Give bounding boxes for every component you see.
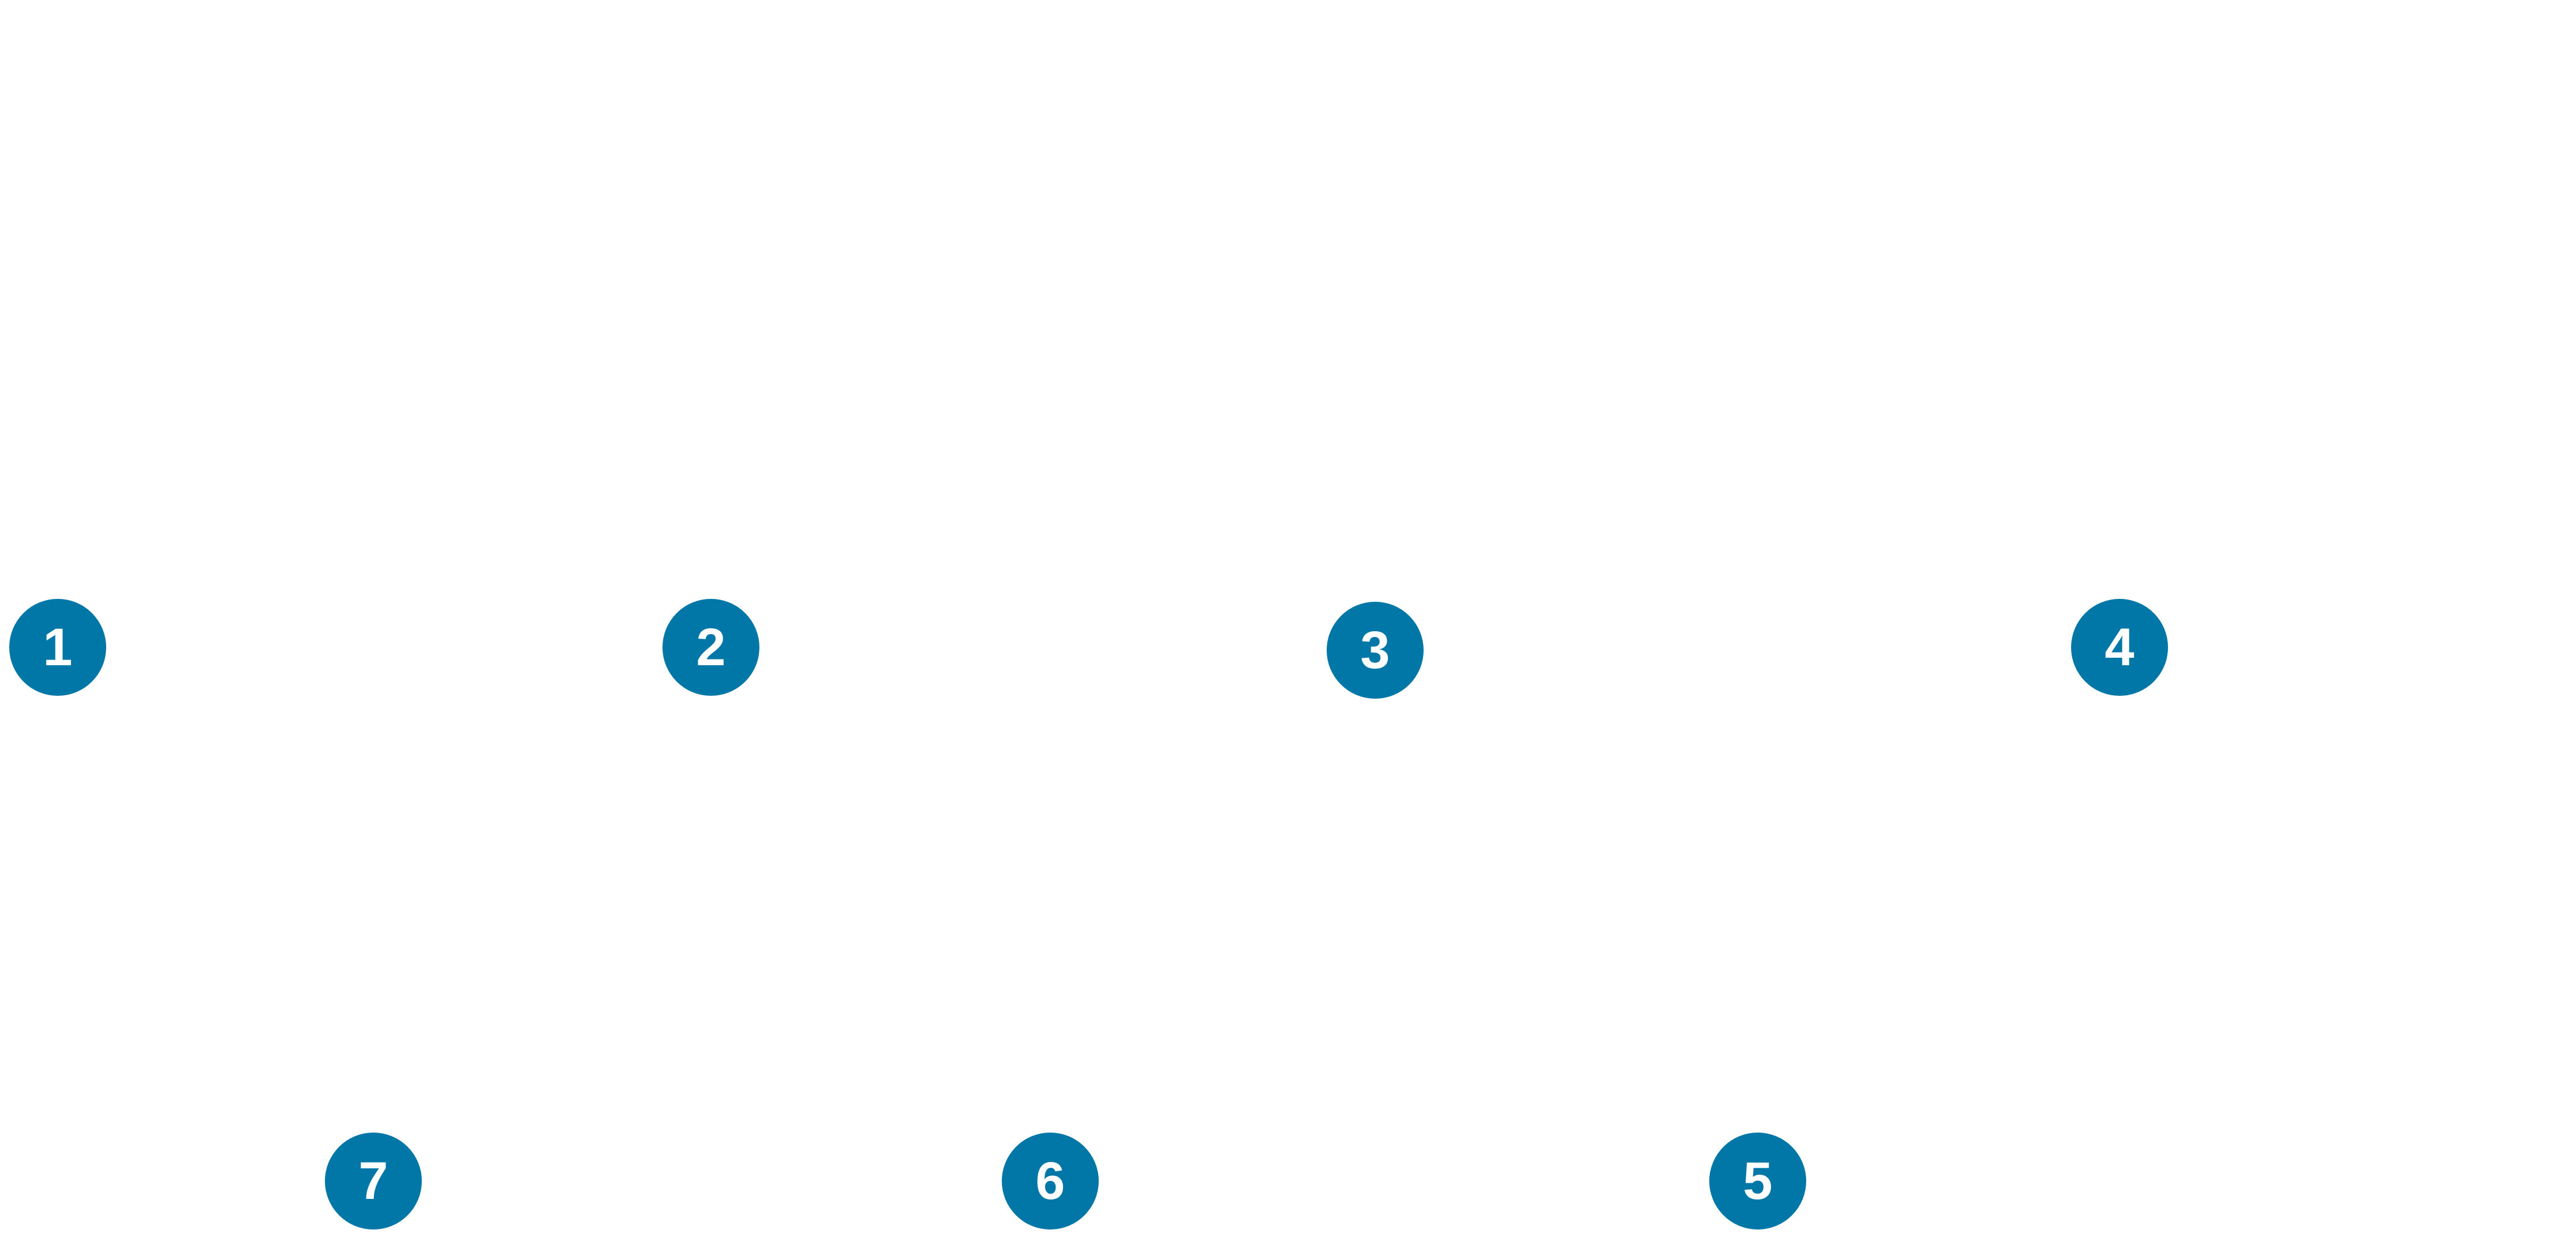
step-marker-5-label: 5 (1743, 1152, 1773, 1210)
step-marker-7-label: 7 (358, 1152, 388, 1210)
step-marker-4-label: 4 (2105, 618, 2135, 677)
step-marker-5: 5 (1709, 1133, 1806, 1229)
step-marker-1: 1 (9, 599, 106, 696)
step-marker-1-label: 1 (43, 618, 73, 677)
step-marker-2-label: 2 (696, 618, 726, 677)
step-marker-6: 6 (1002, 1133, 1099, 1229)
step-marker-2: 2 (662, 599, 759, 696)
step-marker-6-label: 6 (1035, 1152, 1065, 1210)
step-marker-4: 4 (2071, 599, 2168, 696)
step-marker-3-label: 3 (1360, 621, 1390, 680)
step-marker-3: 3 (1327, 602, 1424, 699)
step-marker-7: 7 (325, 1133, 422, 1229)
